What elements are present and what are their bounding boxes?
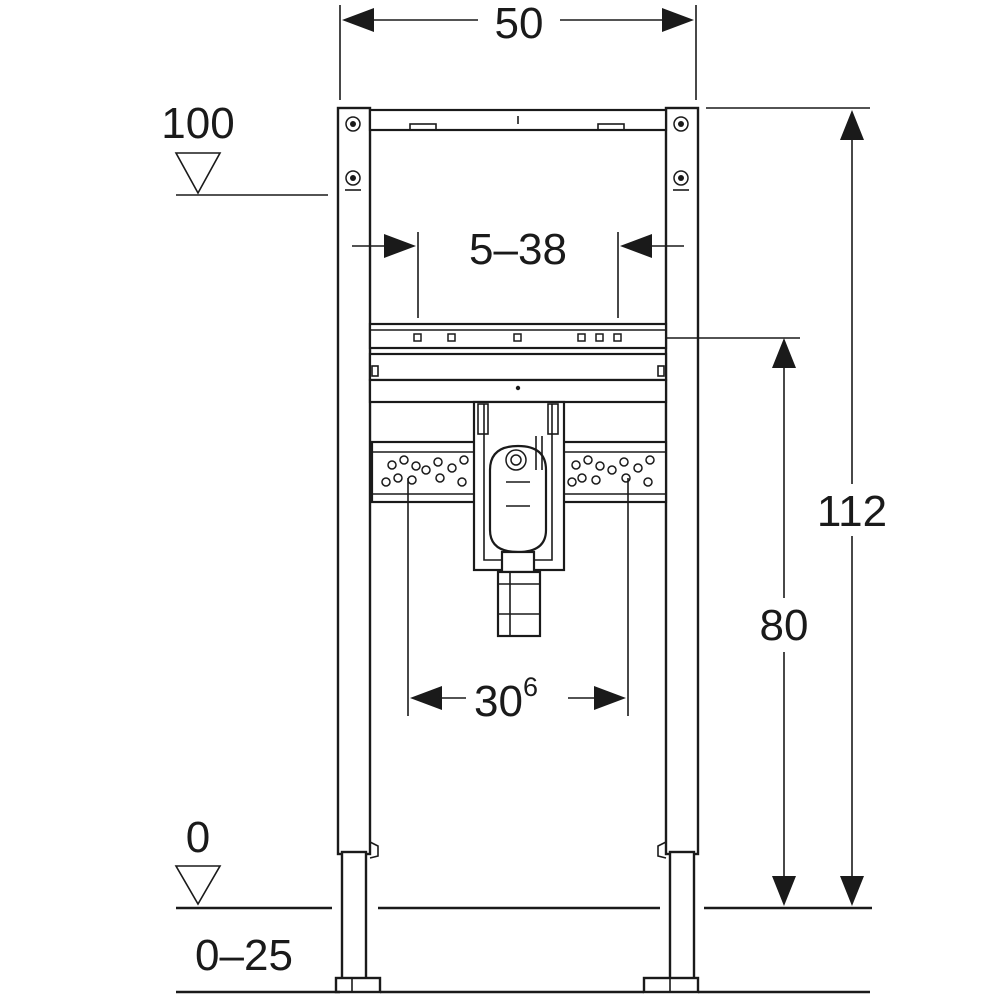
level-triangle-icon (174, 152, 222, 195)
arrowhead-icon (840, 876, 864, 906)
arrowhead-icon (410, 686, 442, 710)
fixing-spacing-base: 30 (474, 677, 523, 726)
total-height-dimension: 112 (706, 107, 887, 906)
total-height-label: 112 (817, 487, 887, 536)
lower-crossbar (368, 352, 668, 404)
left-post (334, 106, 382, 994)
arrowhead-icon (620, 234, 652, 258)
mounting-plate-right (560, 440, 668, 504)
rail-adjust-dimension: 5–38 (352, 225, 684, 318)
middle-rail (368, 322, 800, 350)
level-top-marker: 100 (161, 99, 328, 196)
right-post (642, 106, 700, 994)
top-crossbar (368, 108, 668, 132)
level-triangle-icon (174, 865, 222, 906)
mounting-plate-left (370, 440, 478, 504)
width-total-label: 50 (495, 0, 544, 48)
floor-range-label: 0–25 (195, 931, 293, 980)
arrowhead-icon (772, 876, 796, 906)
arrowhead-icon (840, 110, 864, 140)
drain-height-dimension: 80 (760, 338, 809, 906)
fixing-spacing-label: 306 (474, 672, 538, 726)
arrowhead-icon (772, 338, 796, 368)
fixing-spacing-superscript: 6 (523, 672, 538, 702)
level-top-label: 100 (161, 99, 234, 148)
drain-height-label: 80 (760, 601, 809, 650)
rail-adjust-label: 5–38 (469, 225, 567, 274)
fixing-spacing-dimension: 306 (407, 478, 629, 726)
arrowhead-icon (384, 234, 416, 258)
arrowhead-icon (342, 8, 374, 32)
arrowhead-icon (662, 8, 694, 32)
arrowhead-icon (594, 686, 626, 710)
drain-module (472, 400, 566, 638)
floor-level-marker: 0 0–25 (174, 813, 872, 994)
level-floor-label: 0 (186, 813, 210, 862)
width-dimension: 50 (339, 0, 697, 100)
